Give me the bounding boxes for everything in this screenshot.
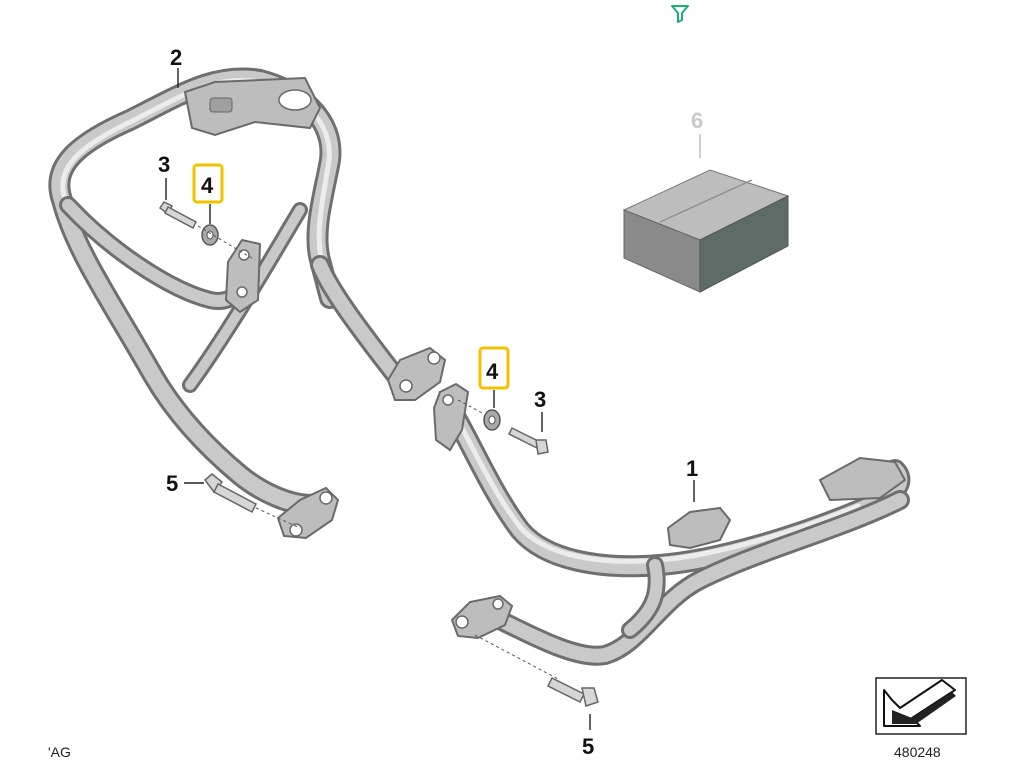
washer-lower [483, 409, 501, 431]
bolt-left [203, 473, 257, 514]
callout-6: 6 [691, 108, 703, 158]
crash-bar-lower [432, 382, 911, 666]
svg-text:6: 6 [691, 108, 703, 133]
crash-bar-upper [48, 67, 447, 540]
svg-text:4: 4 [201, 173, 214, 198]
svg-text:5: 5 [166, 471, 178, 496]
washer-upper [201, 224, 219, 246]
callout-5-bottom: 5 [582, 714, 594, 759]
diagram-number: 480248 [894, 744, 941, 760]
callout-5-left: 5 [166, 471, 204, 496]
bolt-lower [507, 426, 549, 455]
svg-text:3: 3 [534, 387, 546, 412]
svg-text:5: 5 [582, 734, 594, 759]
front-direction-arrow-icon [875, 677, 967, 735]
svg-text:1: 1 [686, 456, 698, 481]
callout-1: 1 [686, 456, 698, 502]
filter-funnel-icon[interactable] [671, 5, 689, 23]
callout-4-upper: 4 [192, 163, 224, 224]
copyright-fragment: 'AG [48, 744, 71, 760]
svg-text:3: 3 [158, 152, 170, 177]
highlight-box-lower [478, 346, 510, 390]
accessory-box [622, 169, 790, 293]
svg-text:2: 2 [170, 45, 182, 70]
callout-4-lower: 4 [478, 346, 510, 408]
callout-2: 2 [170, 45, 182, 88]
callout-3-lower: 3 [534, 387, 546, 432]
highlight-box-upper [192, 163, 224, 204]
bolt-upper [158, 201, 197, 230]
callout-3-upper: 3 [158, 152, 170, 200]
svg-text:4: 4 [486, 359, 499, 384]
bolt-bottom [546, 676, 599, 707]
